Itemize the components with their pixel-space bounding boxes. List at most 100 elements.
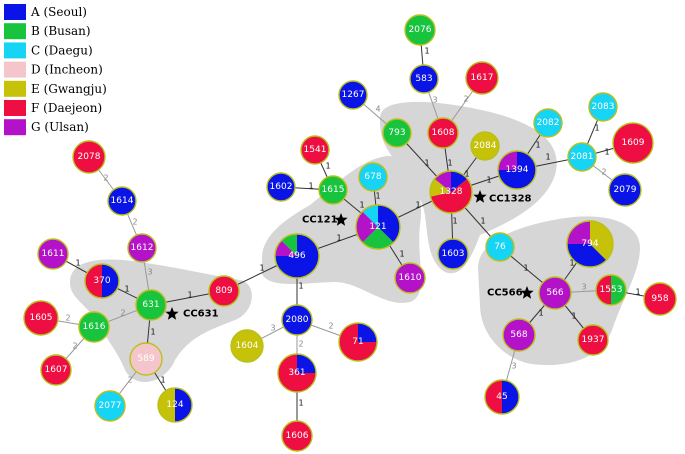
- edge-label: 2: [65, 314, 70, 323]
- st-node-370[interactable]: 370: [84, 263, 120, 299]
- st-node-1267[interactable]: 1267: [338, 80, 368, 110]
- st-node-71[interactable]: 71: [338, 322, 378, 362]
- star-icon: [473, 190, 487, 203]
- st-node-958[interactable]: 958: [643, 282, 677, 316]
- node-outline: [266, 172, 296, 202]
- st-node-1617[interactable]: 1617: [465, 61, 499, 95]
- edge-label: 1: [75, 259, 80, 268]
- st-node-1611[interactable]: 1611: [37, 238, 69, 270]
- node-label: 2081: [571, 152, 594, 162]
- st-node-496[interactable]: 496: [274, 233, 320, 279]
- legend-label-F: F (Daejeon): [31, 101, 102, 115]
- st-node-2076[interactable]: 2076: [404, 14, 436, 46]
- edge-label: 1: [464, 170, 469, 179]
- st-node-1612[interactable]: 1612: [127, 233, 157, 263]
- st-node-583[interactable]: 583: [409, 64, 439, 94]
- st-node-1606[interactable]: 1606: [281, 420, 313, 452]
- st-node-1605[interactable]: 1605: [23, 300, 59, 336]
- node-label: 631: [142, 300, 159, 310]
- st-node-124[interactable]: 124: [157, 387, 193, 423]
- st-node-1328[interactable]: 1328: [429, 170, 473, 214]
- st-node-2083[interactable]: 2083: [588, 92, 618, 122]
- st-node-1609[interactable]: 1609: [612, 122, 654, 164]
- st-node-1937[interactable]: 1937: [577, 324, 609, 356]
- node-slice-E: [430, 178, 451, 197]
- node-fill: [578, 325, 608, 355]
- legend-swatch-F: [4, 100, 26, 116]
- legend-label-B: B (Busan): [31, 24, 91, 38]
- node-slice-G: [498, 151, 517, 170]
- node-fill: [231, 330, 263, 362]
- st-node-1608[interactable]: 1608: [427, 117, 459, 149]
- node-label: 1604: [236, 341, 259, 351]
- st-node-1553[interactable]: 1553: [595, 274, 627, 306]
- st-node-2084[interactable]: 2084: [470, 131, 500, 161]
- node-outline: [502, 318, 536, 352]
- st-node-2082[interactable]: 2082: [533, 108, 563, 138]
- st-node-2081[interactable]: 2081: [567, 142, 597, 172]
- node-fill: [24, 301, 58, 335]
- st-node-2079[interactable]: 2079: [608, 173, 642, 207]
- node-outline: [567, 142, 597, 172]
- st-node-1603[interactable]: 1603: [437, 238, 469, 270]
- st-node-566[interactable]: 566: [538, 276, 572, 310]
- st-node-45[interactable]: 45: [484, 379, 520, 415]
- st-node-76[interactable]: 76: [485, 232, 515, 262]
- node-outline: [595, 274, 627, 306]
- st-node-1541[interactable]: 1541: [300, 135, 330, 165]
- st-node-1616[interactable]: 1616: [78, 311, 110, 343]
- edge-label: 1: [635, 288, 640, 297]
- node-label: 370: [93, 276, 110, 286]
- node-label: 583: [415, 74, 432, 84]
- st-node-1615[interactable]: 1615: [318, 175, 348, 205]
- node-fill: [108, 187, 136, 215]
- node-label: 2077: [99, 401, 122, 411]
- st-node-631[interactable]: 631: [135, 289, 167, 321]
- node-outline: [533, 108, 563, 138]
- st-node-793[interactable]: 793: [382, 118, 412, 148]
- st-node-361[interactable]: 361: [277, 353, 317, 393]
- node-outline: [566, 220, 614, 268]
- st-node-794[interactable]: 794: [566, 220, 614, 268]
- node-fill: [339, 81, 367, 109]
- edge-label: 2: [463, 95, 468, 104]
- node-fill: [466, 62, 498, 94]
- node-label: 958: [651, 294, 668, 304]
- node-fill: [319, 176, 347, 204]
- st-node-1604[interactable]: 1604: [230, 329, 264, 363]
- edge-label: 2: [132, 218, 137, 227]
- st-node-2077[interactable]: 2077: [94, 390, 126, 422]
- st-node-1610[interactable]: 1610: [394, 262, 426, 294]
- edge-label: 1: [298, 399, 303, 408]
- st-node-809[interactable]: 809: [208, 275, 240, 307]
- edge-label: 1: [259, 264, 264, 273]
- node-slice-G: [275, 240, 297, 256]
- st-node-678[interactable]: 678: [358, 162, 388, 192]
- node-label: 2084: [474, 141, 497, 151]
- edge-label: 1: [325, 162, 330, 171]
- node-outline: [274, 233, 320, 279]
- st-node-2080[interactable]: 2080: [281, 304, 313, 336]
- node-label: 1614: [111, 196, 134, 206]
- edge-label: 2: [298, 340, 303, 349]
- edge-label: 1: [523, 264, 528, 273]
- st-node-1614[interactable]: 1614: [107, 186, 137, 216]
- node-label: 124: [166, 400, 183, 410]
- node-outline: [355, 204, 401, 250]
- st-node-2078[interactable]: 2078: [72, 140, 106, 174]
- edge-label: 1: [298, 282, 303, 291]
- edge-label: 1: [604, 148, 609, 157]
- node-outline: [608, 173, 642, 207]
- st-node-1602[interactable]: 1602: [266, 172, 296, 202]
- node-slice-A: [102, 264, 119, 298]
- st-node-589[interactable]: 589: [129, 342, 163, 376]
- node-outline: [484, 379, 520, 415]
- st-node-1607[interactable]: 1607: [40, 354, 72, 386]
- node-label: 1609: [622, 138, 645, 148]
- st-node-1394[interactable]: 1394: [497, 150, 537, 190]
- st-node-568[interactable]: 568: [502, 318, 536, 352]
- st-node-121[interactable]: 121: [355, 204, 401, 250]
- node-outline: [338, 80, 368, 110]
- node-label: 71: [352, 337, 363, 347]
